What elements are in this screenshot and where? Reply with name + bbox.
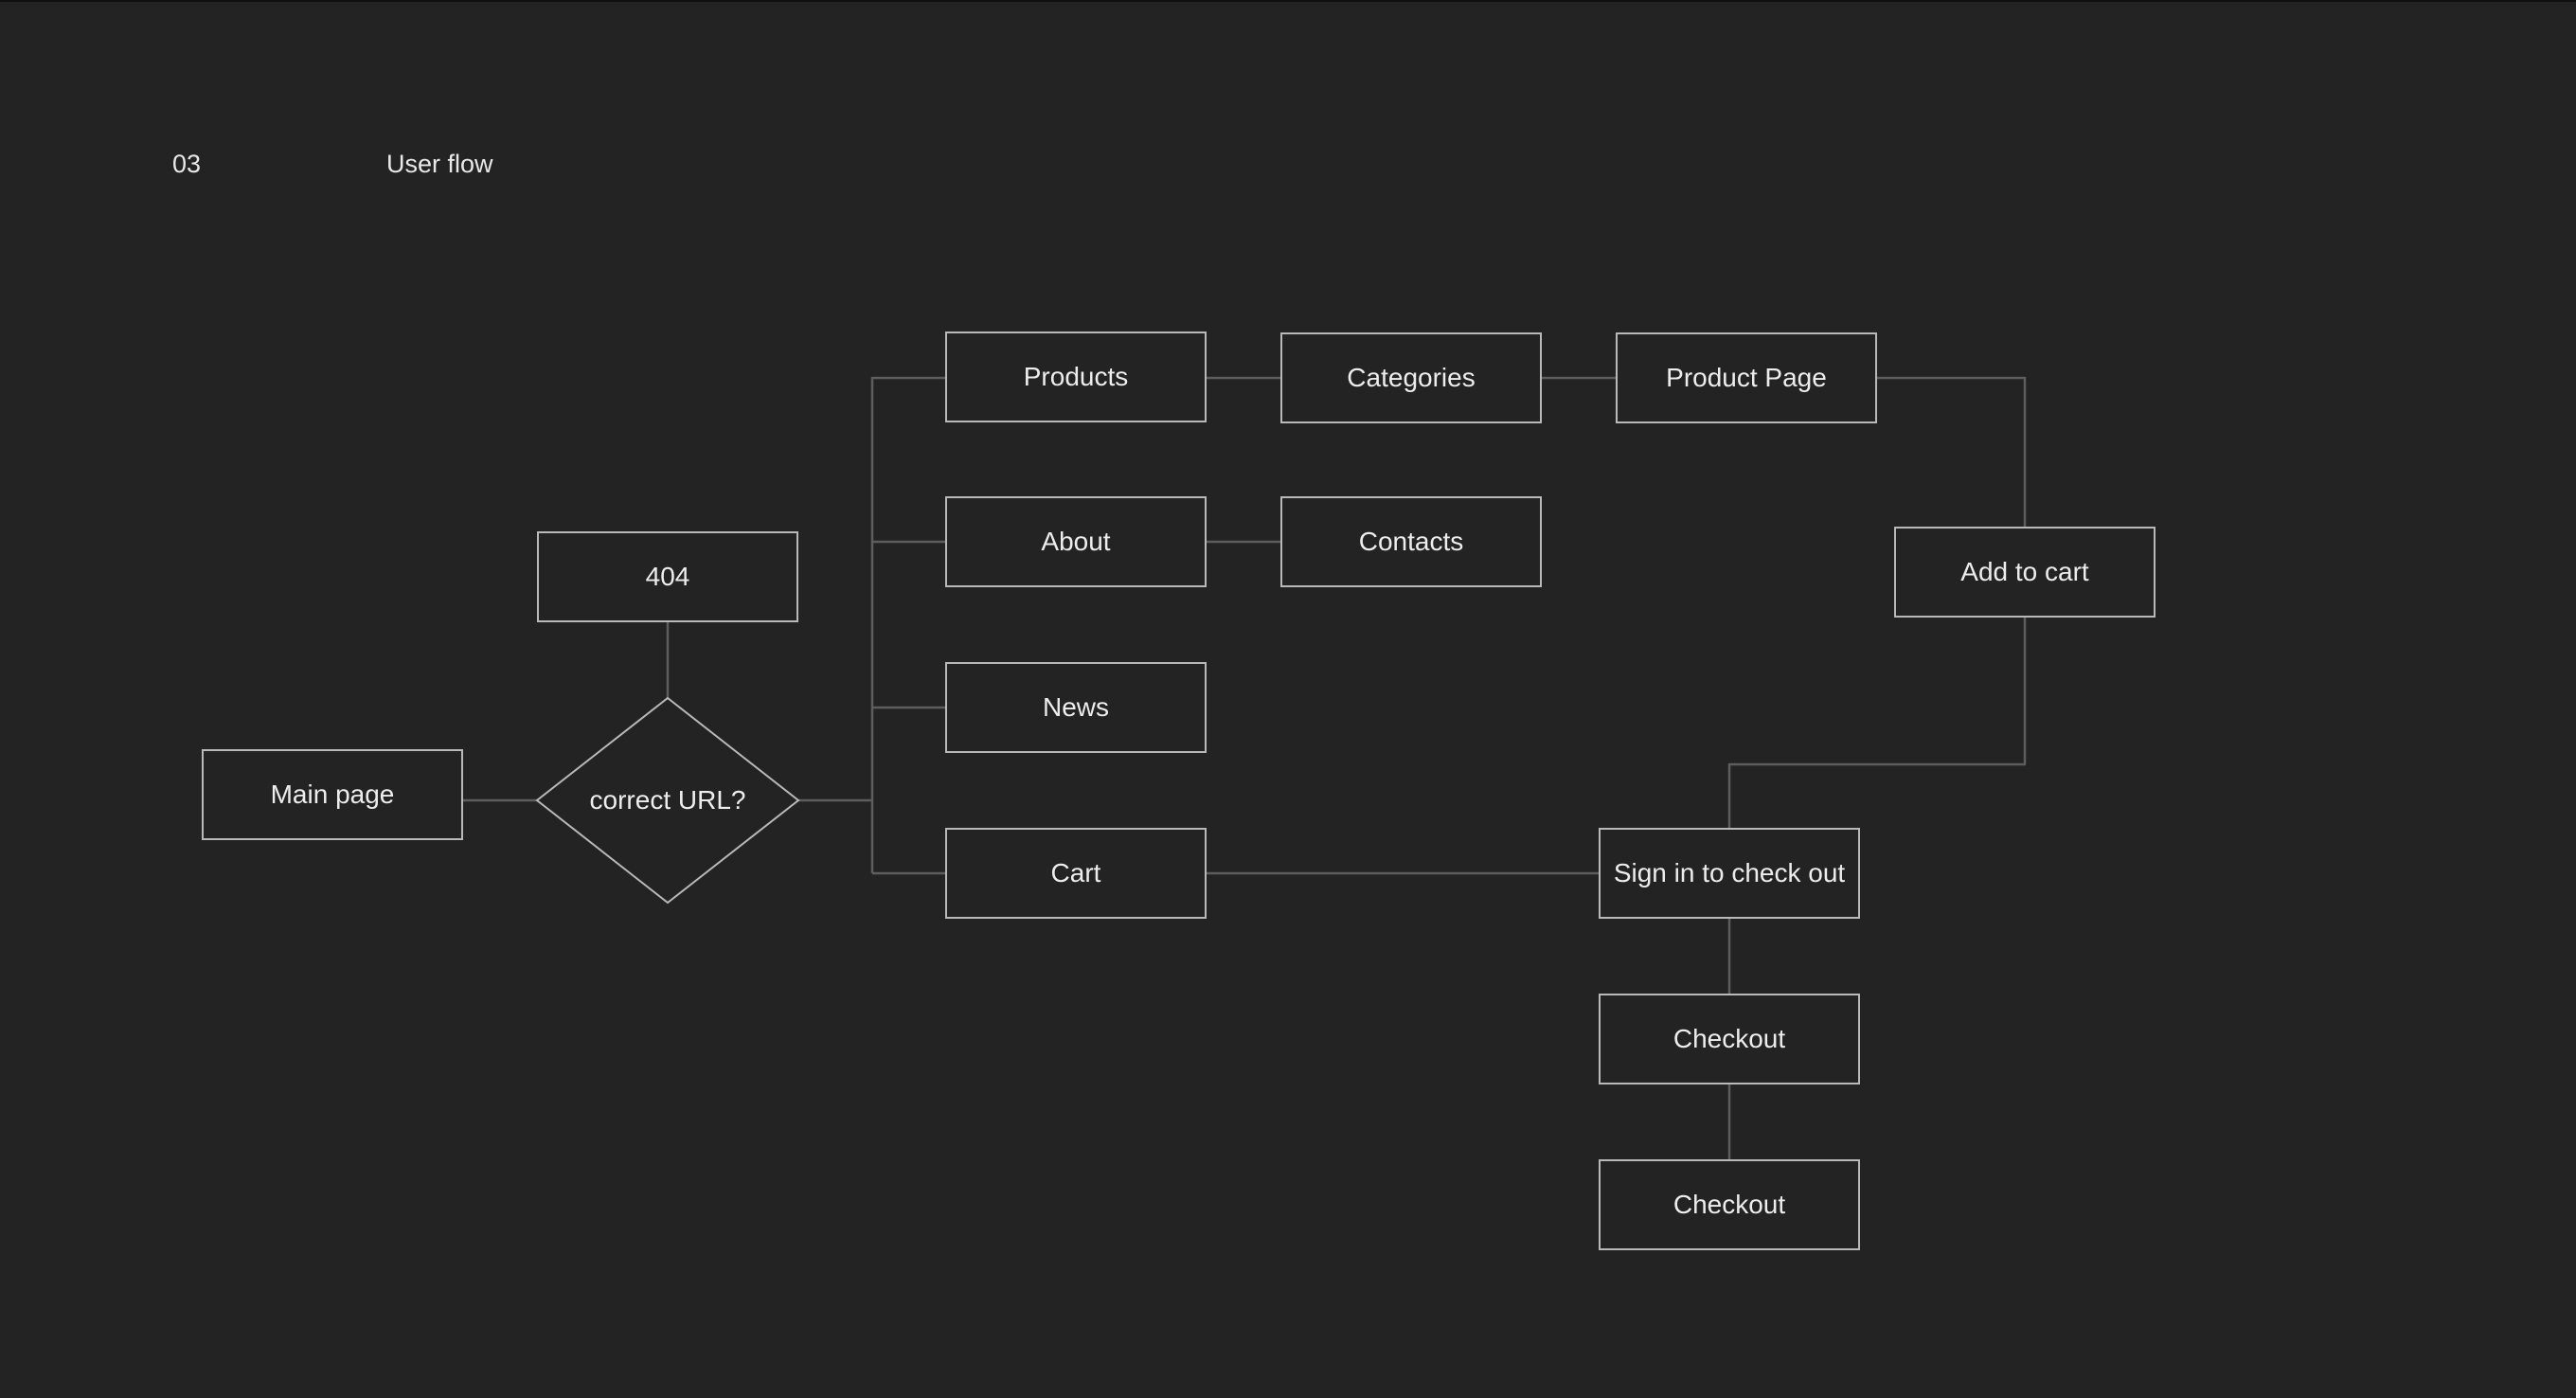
- node-contacts: Contacts: [1280, 496, 1542, 587]
- node-label: News: [1042, 692, 1109, 722]
- node-label: 404: [645, 562, 690, 591]
- node-add-to-cart: Add to cart: [1894, 527, 2156, 618]
- node-news: News: [945, 662, 1207, 753]
- decision-label: correct URL?: [589, 785, 746, 815]
- node-products: Products: [945, 332, 1207, 422]
- node-404: 404: [537, 531, 798, 622]
- node-label: Checkout: [1673, 1024, 1786, 1053]
- node-checkout-final: Checkout: [1599, 1159, 1860, 1250]
- section-number: 03: [172, 150, 202, 178]
- node-checkout: Checkout: [1599, 994, 1860, 1084]
- node-label: Contacts: [1358, 527, 1464, 556]
- node-about: About: [945, 496, 1207, 587]
- node-label: Product Page: [1666, 363, 1827, 392]
- node-label: Add to cart: [1960, 557, 2089, 586]
- decision-diamond: [535, 696, 800, 905]
- node-label: Cart: [1050, 858, 1101, 887]
- node-label: Categories: [1347, 363, 1476, 392]
- node-label: About: [1041, 527, 1111, 556]
- top-border: [0, 0, 2576, 2]
- node-main-page: Main page: [202, 749, 463, 840]
- node-cart: Cart: [945, 828, 1207, 919]
- node-label: Sign in to check out: [1613, 858, 1846, 887]
- section-title: User flow: [386, 150, 493, 178]
- node-label: Main page: [270, 780, 395, 809]
- node-label: Products: [1023, 362, 1129, 391]
- node-categories: Categories: [1280, 332, 1542, 423]
- node-sign-in-to-check-out: Sign in to check out: [1599, 828, 1860, 919]
- node-label: Checkout: [1673, 1190, 1786, 1219]
- node-product-page: Product Page: [1616, 332, 1877, 423]
